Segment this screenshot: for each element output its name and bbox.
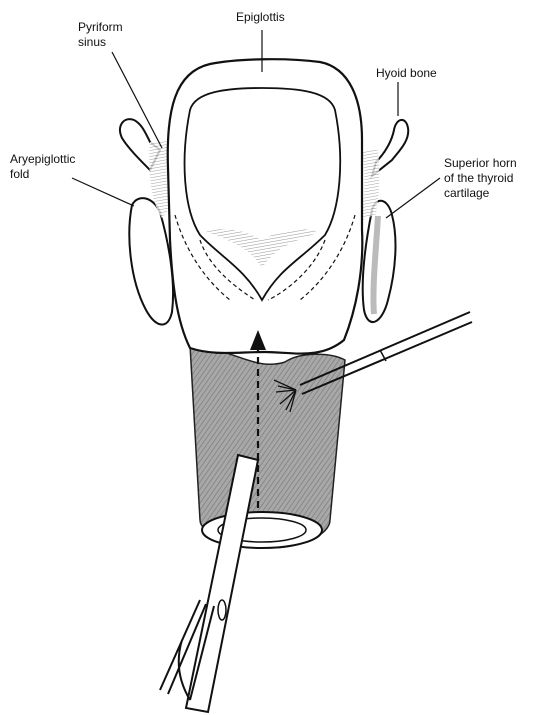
label-hyoid-bone: Hyoid bone: [376, 66, 437, 81]
label-superior-horn: Superior horn of the thyroid cartilage: [444, 156, 517, 201]
label-epiglottis: Epiglottis: [236, 10, 285, 25]
thyroid-ala-left: [129, 198, 173, 324]
label-aryepiglottic-line1: Aryepiglottic: [10, 152, 75, 167]
label-superior-horn-line2: of the thyroid: [444, 171, 517, 186]
label-superior-horn-line3: cartilage: [444, 186, 517, 201]
label-pyriform-sinus-line1: Pyriform: [78, 20, 123, 35]
label-superior-horn-line1: Superior horn: [444, 156, 517, 171]
label-aryepiglottic-fold: Aryepiglottic fold: [10, 152, 75, 182]
label-pyriform-sinus-line2: sinus: [78, 35, 123, 50]
label-aryepiglottic-line2: fold: [10, 167, 75, 182]
label-pyriform-sinus: Pyriform sinus: [78, 20, 123, 50]
